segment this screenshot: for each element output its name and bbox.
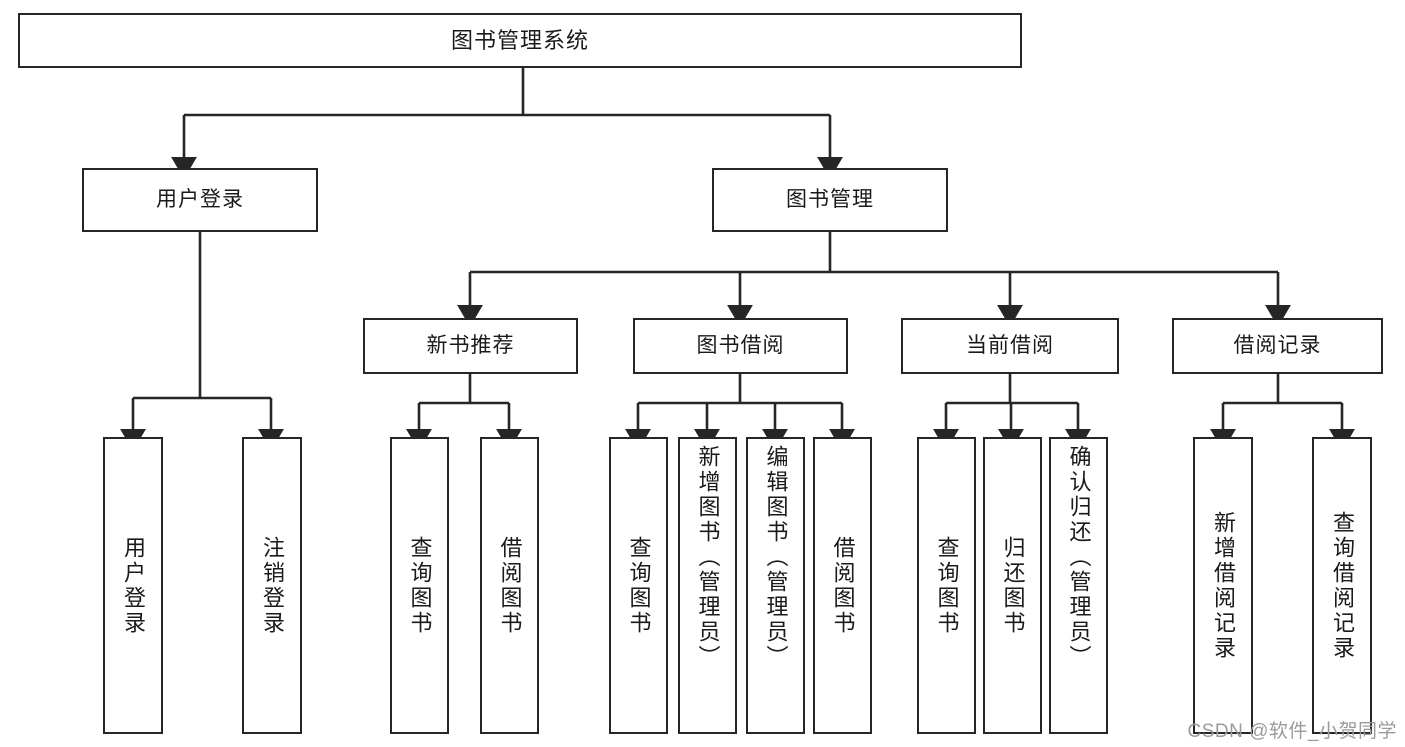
node-label: 当前借阅 xyxy=(966,333,1054,357)
node-label: 新增借阅记录 xyxy=(1211,510,1236,661)
node-label: 图书借阅 xyxy=(696,333,785,357)
node-book-borrow[interactable]: 图书借阅 xyxy=(633,318,848,374)
node-book-manage[interactable]: 图书管理 xyxy=(712,168,948,232)
leaf-logout-login[interactable]: 注销登录 xyxy=(242,437,302,734)
node-label: 注销登录 xyxy=(260,535,285,636)
node-label: 借阅图书 xyxy=(497,535,523,636)
leaf-borrow-book-recommend[interactable]: 借阅图书 xyxy=(480,437,539,734)
leaf-add-book[interactable]: 新增图书（管理员） xyxy=(678,437,737,734)
node-borrow-record[interactable]: 借阅记录 xyxy=(1172,318,1383,374)
leaf-query-book-current[interactable]: 查询图书 xyxy=(917,437,976,734)
node-label: 图书管理系统 xyxy=(450,27,589,53)
leaf-user-login[interactable]: 用户登录 xyxy=(103,437,163,734)
node-label: 查询图书 xyxy=(626,535,652,636)
leaf-confirm-return[interactable]: 确认归还（管理员） xyxy=(1049,437,1108,734)
node-label: 用户登录 xyxy=(156,187,244,211)
node-label: 图书管理 xyxy=(786,187,874,211)
leaf-query-borrow-record[interactable]: 查询借阅记录 xyxy=(1312,437,1372,734)
node-label: 新增图书（管理员） xyxy=(695,445,721,670)
node-current-borrow[interactable]: 当前借阅 xyxy=(901,318,1119,374)
node-label: 用户登录 xyxy=(121,535,146,636)
leaf-return-book[interactable]: 归还图书 xyxy=(983,437,1042,734)
node-label: 新书推荐 xyxy=(426,333,515,357)
node-new-book-recommend[interactable]: 新书推荐 xyxy=(363,318,578,374)
leaf-query-book-recommend[interactable]: 查询图书 xyxy=(390,437,449,734)
leaf-add-borrow-record[interactable]: 新增借阅记录 xyxy=(1193,437,1253,734)
leaf-borrow-book[interactable]: 借阅图书 xyxy=(813,437,872,734)
leaf-edit-book[interactable]: 编辑图书（管理员） xyxy=(746,437,805,734)
node-label: 确认归还（管理员） xyxy=(1066,445,1092,670)
node-label: 借阅记录 xyxy=(1233,333,1322,357)
node-user-login[interactable]: 用户登录 xyxy=(82,168,318,232)
node-label: 借阅图书 xyxy=(830,535,856,636)
node-label: 查询图书 xyxy=(934,535,960,636)
watermark-text: CSDN @软件_小贺同学 xyxy=(1187,721,1397,742)
node-root-system[interactable]: 图书管理系统 xyxy=(18,13,1022,68)
node-label: 查询图书 xyxy=(407,535,433,636)
node-label: 归还图书 xyxy=(1000,535,1026,636)
node-label: 查询借阅记录 xyxy=(1330,510,1355,661)
leaf-query-book-borrow[interactable]: 查询图书 xyxy=(609,437,668,734)
node-label: 编辑图书（管理员） xyxy=(763,445,789,670)
